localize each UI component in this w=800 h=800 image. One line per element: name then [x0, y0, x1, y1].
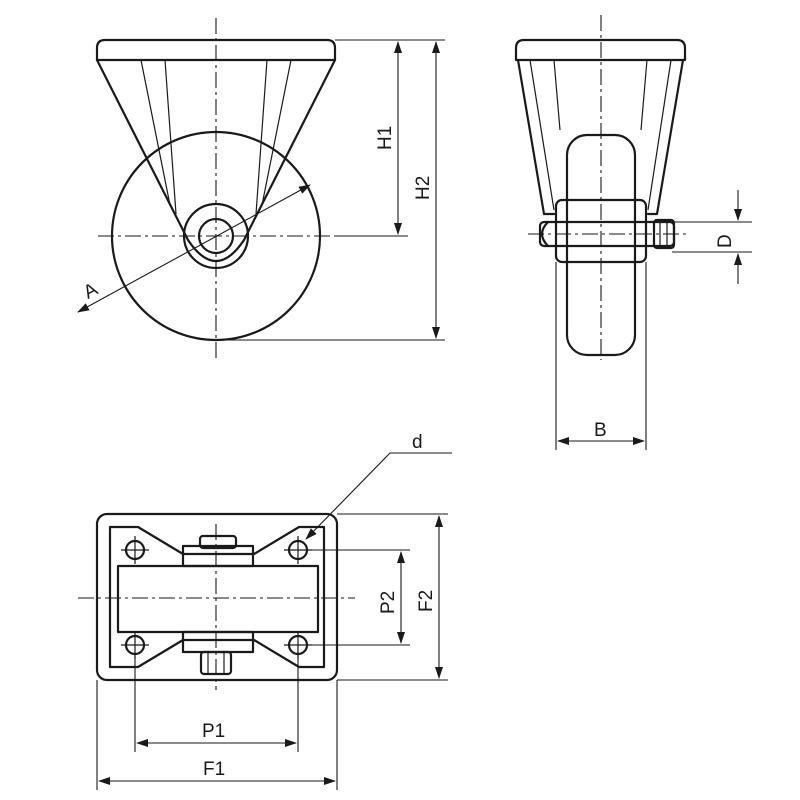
dimension-H2-label: H2 — [413, 176, 434, 200]
side-fork-inner-left — [140, 59, 171, 206]
front-fork-left-rib — [553, 59, 561, 131]
front-fork-left — [516, 58, 556, 216]
dimension-B-label: B — [594, 420, 607, 441]
dimension-H1-label: H1 — [375, 126, 396, 150]
hole-centermarks — [121, 536, 312, 659]
top-axle-cap-upper — [198, 534, 238, 550]
top-plate-outline — [95, 512, 339, 682]
dimension-P2-label: P2 — [378, 591, 399, 614]
dimension-D-label: D — [715, 234, 736, 248]
top-axle-boss-lower — [181, 630, 255, 654]
dimension-P1-label: P1 — [202, 721, 225, 742]
side-fork-inner-right — [261, 59, 292, 206]
front-fork-right-inner — [647, 59, 672, 211]
dimension-F1-label: F1 — [203, 759, 225, 780]
side-view: A H1 H2 — [77, 18, 445, 358]
front-fork-right-rib — [640, 59, 648, 131]
front-view: D B — [514, 15, 752, 450]
dimension-A-label: A — [80, 279, 102, 304]
dimension-F2-label: F2 — [416, 590, 437, 612]
dimension-A-line — [77, 184, 311, 313]
dimension-d-leader — [305, 452, 452, 540]
side-top-plate — [95, 38, 337, 62]
top-axle-boss-upper — [181, 544, 255, 568]
front-fork-right — [646, 58, 685, 216]
dimension-d-label: d — [412, 432, 423, 453]
front-top-plate — [514, 38, 687, 62]
top-wheel — [116, 564, 320, 634]
front-fork-left-inner — [529, 59, 555, 211]
top-view: d P2 F2 P1 F1 — [78, 432, 452, 790]
